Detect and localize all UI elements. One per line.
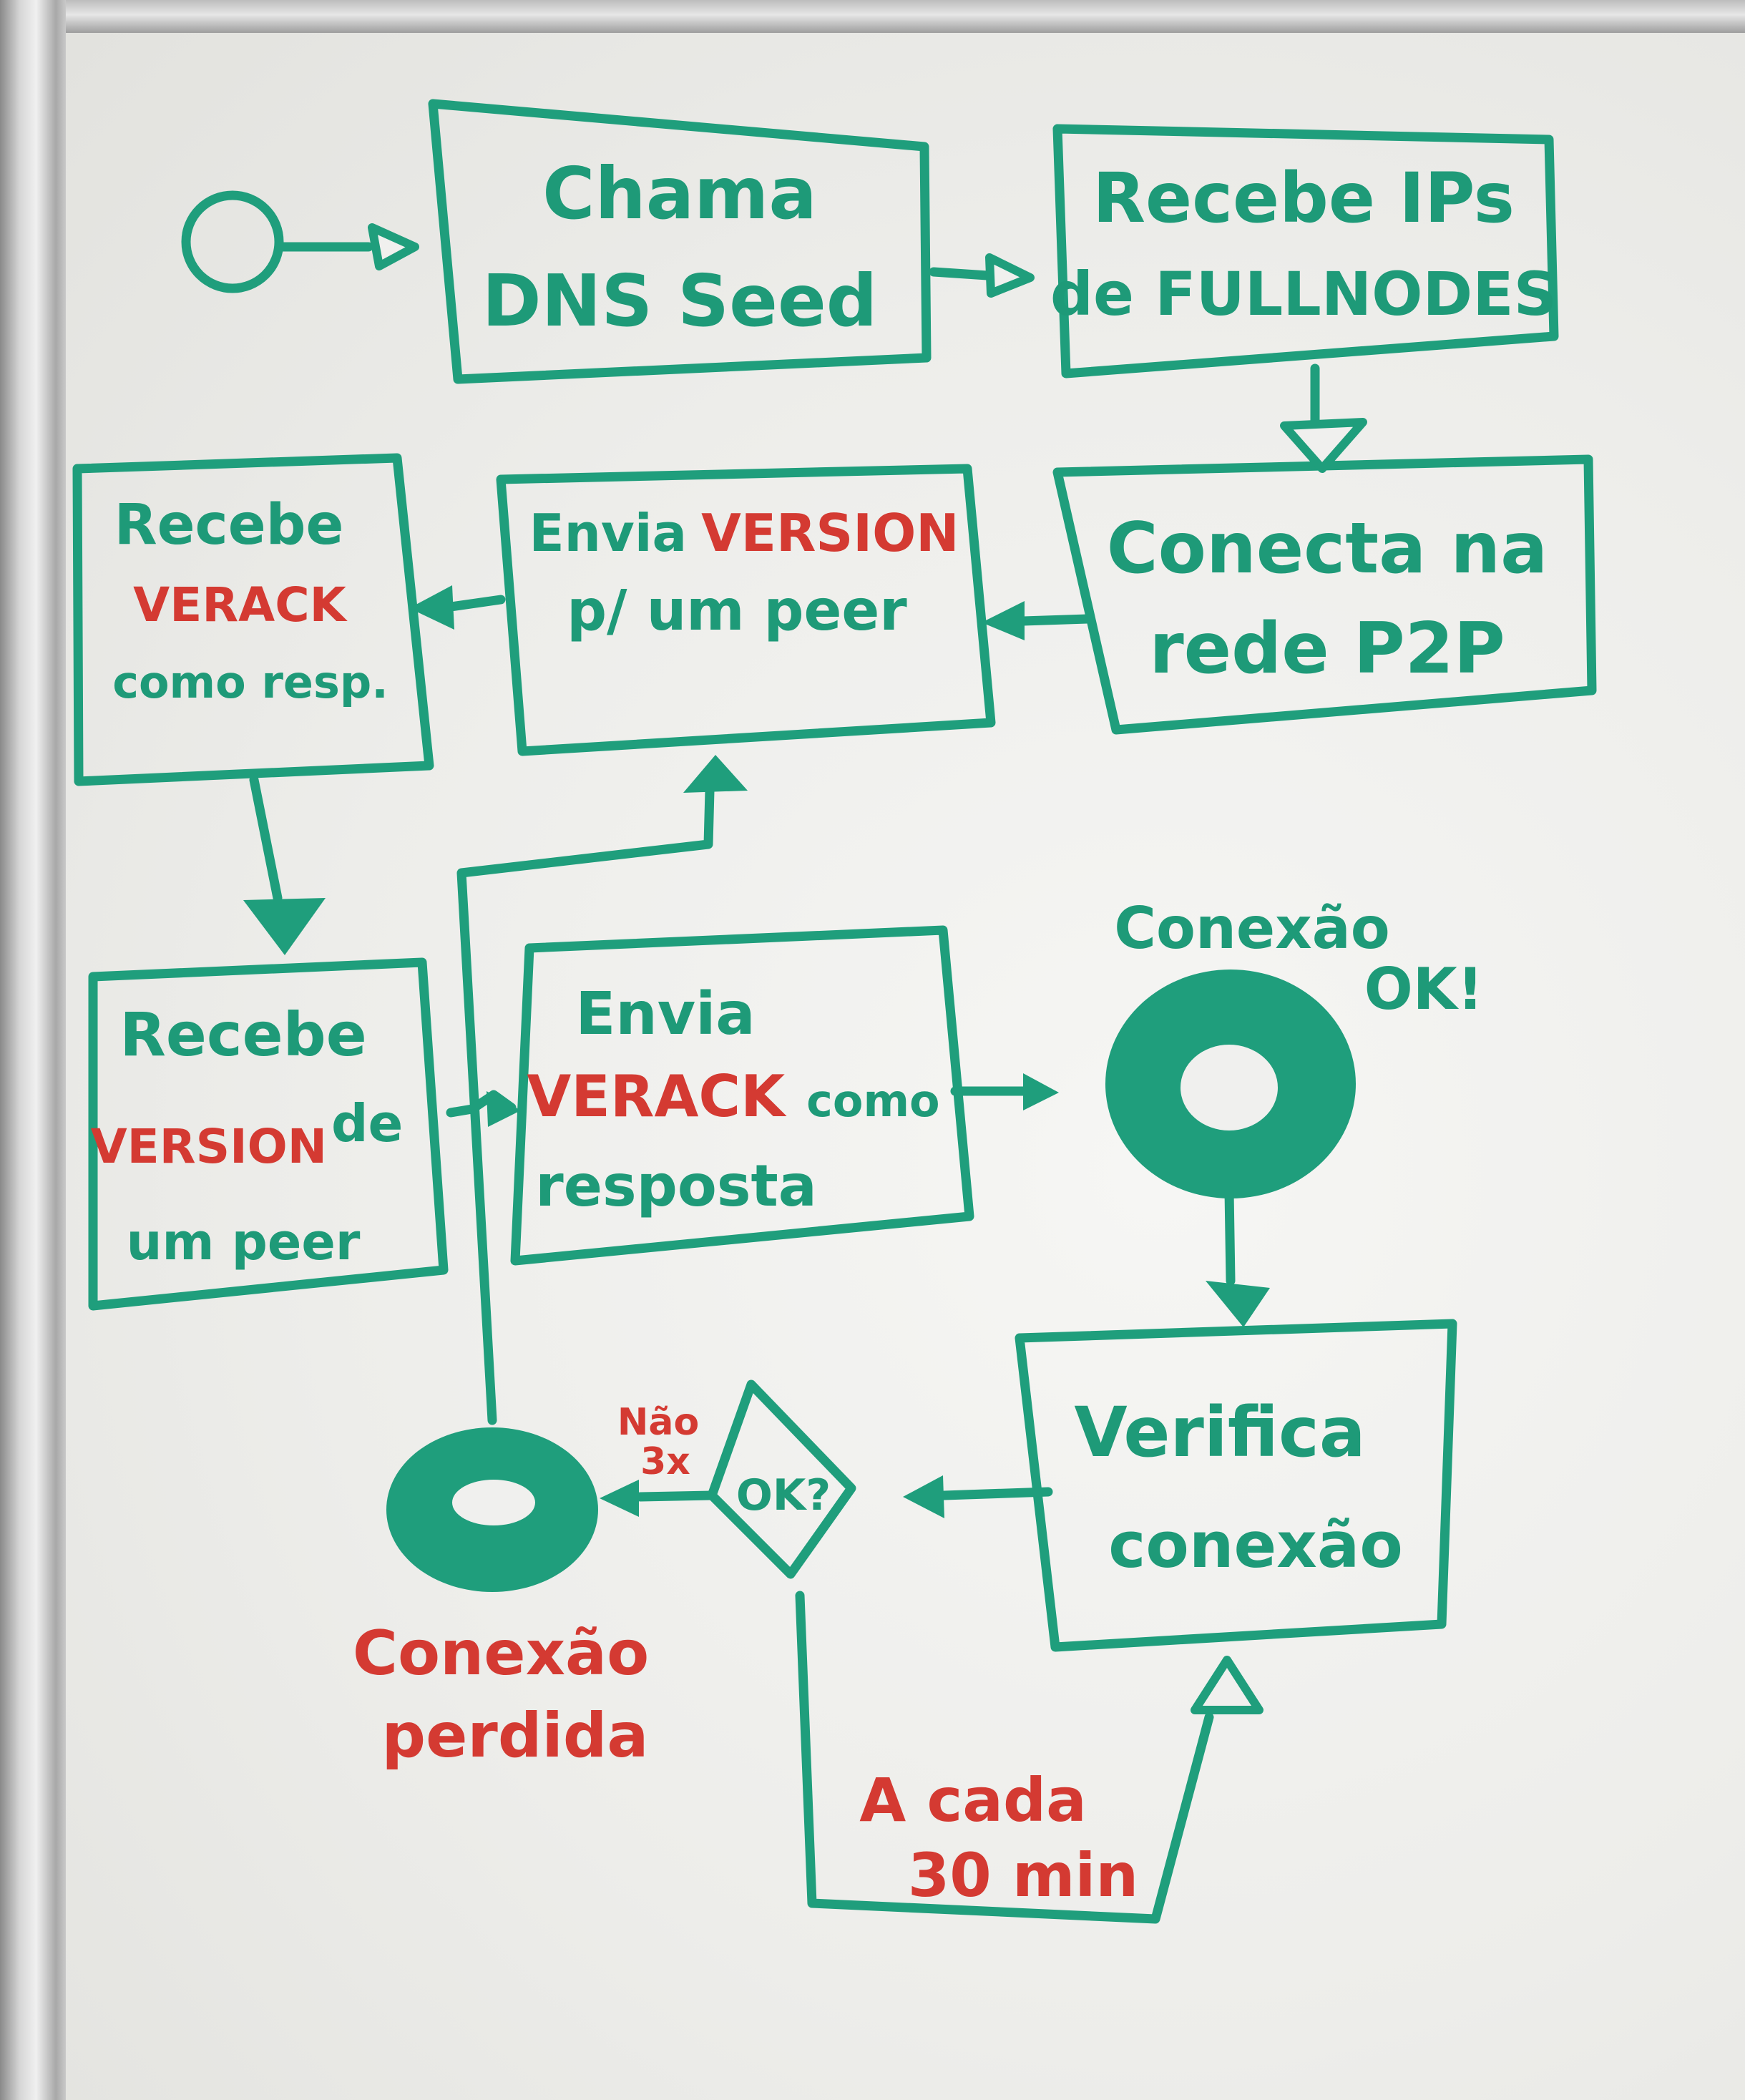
box-envia-verack: Envia VERACK como resposta xyxy=(510,925,974,1266)
box-verifica-conexao: Verifica conexão xyxy=(1015,1319,1457,1652)
arrowhead-hollow xyxy=(1280,418,1367,473)
envia-version-version: VERSION xyxy=(701,503,959,563)
recebe-version-de: de xyxy=(331,1093,403,1153)
box-conecta-p2p: Conecta na rede P2P xyxy=(1052,454,1597,735)
envia-verack-line1: Envia xyxy=(575,980,755,1048)
whiteboard-surface xyxy=(66,33,1745,2100)
envia-verack-verack: VERACK xyxy=(527,1063,787,1130)
conecta-p2p-line1: Conecta na xyxy=(1107,508,1548,590)
conexao-ok-line2: OK! xyxy=(1364,956,1483,1022)
arrowhead-hollow xyxy=(1191,1656,1263,1714)
recebe-ips-line2: de FULLNODES xyxy=(1050,259,1557,329)
edge-label-3x: 3x xyxy=(640,1440,690,1483)
envia-verack-line3: resposta xyxy=(535,1153,816,1219)
connectors xyxy=(243,223,1367,1924)
arrowhead-filled xyxy=(982,601,1025,640)
board-frame-top xyxy=(0,0,1745,33)
arrowhead-filled xyxy=(600,1480,639,1517)
edge-label-30-min: 30 min xyxy=(908,1840,1138,1910)
edge-chama-recebe-ips xyxy=(929,267,992,280)
verifica-line2: conexão xyxy=(1108,1508,1403,1582)
edge-envia-version-recebe-verack xyxy=(446,595,506,612)
recebe-verack-line1: Recebe xyxy=(114,493,344,557)
edge-label-nao: Não xyxy=(617,1401,699,1444)
board-frame-left xyxy=(0,0,66,2100)
arrowhead-filled xyxy=(1023,1073,1059,1110)
arrowhead-hollow xyxy=(985,253,1035,298)
edge-conexao-ok-verifica xyxy=(1224,1186,1236,1286)
recebe-version-line3: um peer xyxy=(127,1213,361,1271)
decision-label: OK? xyxy=(736,1470,831,1520)
envia-version-envia: Envia xyxy=(529,503,687,563)
envia-verack-line2: VERACK como xyxy=(527,1063,939,1130)
box-recebe-version: Recebe VERSIONde um peer xyxy=(88,957,449,1311)
arrowhead-filled xyxy=(1206,1281,1270,1327)
recebe-version-version: VERSION xyxy=(91,1119,327,1174)
recebe-version-line1: Recebe xyxy=(119,1000,367,1070)
arrowhead-filled xyxy=(243,898,326,955)
edge-verifica-decision xyxy=(939,1487,1053,1500)
edge-perdida-envia-version xyxy=(456,786,715,1425)
envia-version-line2: p/ um peer xyxy=(567,579,907,643)
edge-recebe-verack-recebe-version xyxy=(249,775,283,903)
node-conexao-perdida: Conexão perdida xyxy=(353,1427,649,1772)
recebe-verack-line3: como resp. xyxy=(112,656,388,708)
edge-label-a-cada: A cada xyxy=(859,1765,1087,1835)
arrowhead-filled xyxy=(683,755,748,793)
arrowhead-filled xyxy=(903,1475,944,1518)
verifica-line1: Verifica xyxy=(1074,1392,1365,1473)
edge-conecta-envia-version xyxy=(1018,614,1093,626)
node-conexao-ok: Conexão OK! xyxy=(1105,895,1483,1198)
conecta-p2p-line2: rede P2P xyxy=(1149,608,1505,690)
arrowhead-hollow xyxy=(368,223,419,270)
recebe-verack-line2: VERACK xyxy=(133,577,348,633)
conexao-ok-line1: Conexão xyxy=(1114,895,1389,962)
arrowhead-filled xyxy=(487,1091,521,1127)
chama-dns-line2: DNS Seed xyxy=(482,259,878,343)
envia-verack-como: como xyxy=(806,1075,940,1127)
conexao-perdida-line1: Conexão xyxy=(353,1618,649,1689)
conexao-perdida-line2: perdida xyxy=(382,1700,649,1772)
recebe-version-line2: VERSIONde xyxy=(91,1093,404,1174)
edge-decision-verifica-loop xyxy=(795,1591,1214,1924)
recebe-ips-line1: Recebe IPs xyxy=(1093,158,1515,238)
box-chama-dns-seed: Chama DNS Seed xyxy=(428,99,932,384)
box-recebe-verack: Recebe VERACK como resp. xyxy=(72,453,434,786)
decision-ok: OK? xyxy=(707,1379,856,1579)
box-recebe-ips: Recebe IPs de FULLNODES xyxy=(1050,124,1559,379)
chama-dns-line1: Chama xyxy=(542,152,817,235)
edge-decision-perdida xyxy=(635,1490,717,1502)
start-node xyxy=(181,190,284,293)
arrowhead-filled xyxy=(409,585,454,630)
